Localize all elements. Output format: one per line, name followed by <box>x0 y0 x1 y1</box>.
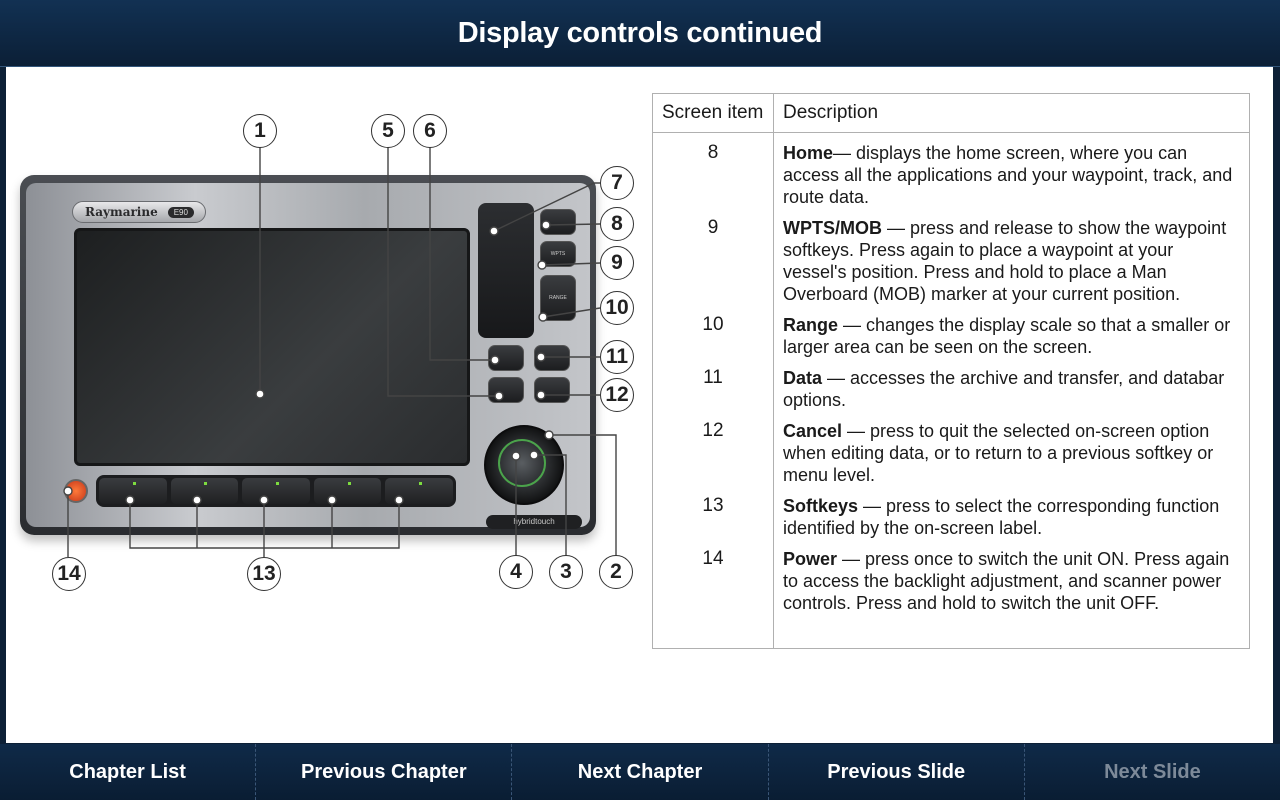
table-filler-row <box>652 614 1250 649</box>
table-row: 8 Home— displays the home screen, where … <box>652 132 1250 208</box>
callout-12: 12 <box>600 378 634 412</box>
table-row: 9 WPTS/MOB — press and release to show t… <box>652 208 1250 305</box>
row-item-number: 14 <box>652 539 774 614</box>
callout-14: 14 <box>52 557 86 591</box>
next-chapter-button[interactable]: Next Chapter <box>512 744 769 800</box>
callout-9: 9 <box>600 246 634 280</box>
row-description: Range — changes the display scale so tha… <box>773 305 1250 358</box>
row-text: — press and release to show the waypoint… <box>783 218 1227 304</box>
next-slide-button[interactable]: Next Slide <box>1104 760 1201 783</box>
column-header-screen-item: Screen item <box>652 93 774 133</box>
joystick-ring <box>498 439 546 487</box>
softkey <box>242 478 310 504</box>
brand-logo: Raymarine <box>85 205 158 219</box>
softkey <box>170 478 239 504</box>
slide-content: Raymarine E90 WPTS RANGE <box>6 67 1273 743</box>
row-item-number: 8 <box>652 132 774 208</box>
callout-lines <box>63 147 617 557</box>
brand-badge: Raymarine E90 <box>72 201 206 223</box>
callout-13: 13 <box>247 557 281 591</box>
hybridtouch-label: hybridtouch <box>486 515 582 529</box>
row-item-number: 12 <box>652 411 774 486</box>
row-description: Cancel — press to quit the selected on-s… <box>773 411 1250 486</box>
row-item-number: 10 <box>652 305 774 358</box>
row-text: — changes the display scale so that a sm… <box>783 315 1231 357</box>
callout-6: 6 <box>413 114 447 148</box>
row-description: WPTS/MOB — press and release to show the… <box>773 208 1250 305</box>
callout-5: 5 <box>371 114 405 148</box>
callout-10: 10 <box>600 291 634 325</box>
callout-1: 1 <box>243 114 277 148</box>
row-text: — press to select the corresponding func… <box>783 496 1220 538</box>
table-row: 13 Softkeys — press to select the corres… <box>652 486 1250 539</box>
row-description: Softkeys — press to select the correspon… <box>773 486 1250 539</box>
wpts-button-label: WPTS <box>550 251 566 257</box>
row-title: Data <box>783 368 823 388</box>
table-row: 11 Data — accesses the archive and trans… <box>652 358 1250 411</box>
model-badge: E90 <box>167 206 194 218</box>
previous-slide-button[interactable]: Previous Slide <box>769 744 1025 800</box>
callout-4: 4 <box>499 555 533 589</box>
display-screen <box>74 228 470 466</box>
softkey <box>313 478 382 504</box>
table-row: 10 Range — changes the display scale so … <box>652 305 1250 358</box>
callout-11: 11 <box>600 340 634 374</box>
page-title: Display controls continued <box>457 16 823 49</box>
callout-2: 2 <box>599 555 633 589</box>
header-bar: Display controls continued <box>0 0 1280 67</box>
row-title: Softkeys <box>783 496 859 516</box>
previous-chapter-button[interactable]: Previous Chapter <box>256 744 513 800</box>
range-button-label: RANGE <box>549 295 567 301</box>
device-illustration: Raymarine E90 WPTS RANGE <box>6 67 646 743</box>
cancel-button <box>488 377 524 403</box>
callout-7: 7 <box>600 166 634 200</box>
rotary-control <box>484 425 564 505</box>
row-item-number: 9 <box>652 208 774 305</box>
table-row: 14 Power — press once to switch the unit… <box>652 539 1250 614</box>
row-description: Data — accesses the archive and transfer… <box>773 358 1250 411</box>
chapter-list-button[interactable]: Chapter List <box>0 744 257 800</box>
table-row: 12 Cancel — press to quit the selected o… <box>652 411 1250 486</box>
row-title: Home <box>783 143 834 163</box>
row-text: — press once to switch the unit ON. Pres… <box>783 549 1230 613</box>
row-text: — displays the home screen, where you ca… <box>783 143 1233 207</box>
row-title: Cancel <box>783 421 843 441</box>
row-description: Power — press once to switch the unit ON… <box>773 539 1250 614</box>
row-item-number: 11 <box>652 358 774 411</box>
callout-8: 8 <box>600 207 634 241</box>
row-title: WPTS/MOB <box>783 218 882 238</box>
callout-3: 3 <box>549 555 583 589</box>
row-description: Home— displays the home screen, where yo… <box>773 132 1250 208</box>
row-text: — accesses the archive and transfer, and… <box>783 368 1225 410</box>
table-header-row: Screen item Description <box>652 93 1250 133</box>
row-title: Range <box>783 315 839 335</box>
column-header-description: Description <box>773 93 1250 133</box>
row-title: Power <box>783 549 838 569</box>
navigation-bar: Chapter List Previous Chapter Next Chapt… <box>0 744 1280 800</box>
row-item-number: 13 <box>652 486 774 539</box>
row-text: — press to quit the selected on-screen o… <box>783 421 1214 485</box>
controls-table: Screen item Description 8 Home— displays… <box>652 93 1250 649</box>
